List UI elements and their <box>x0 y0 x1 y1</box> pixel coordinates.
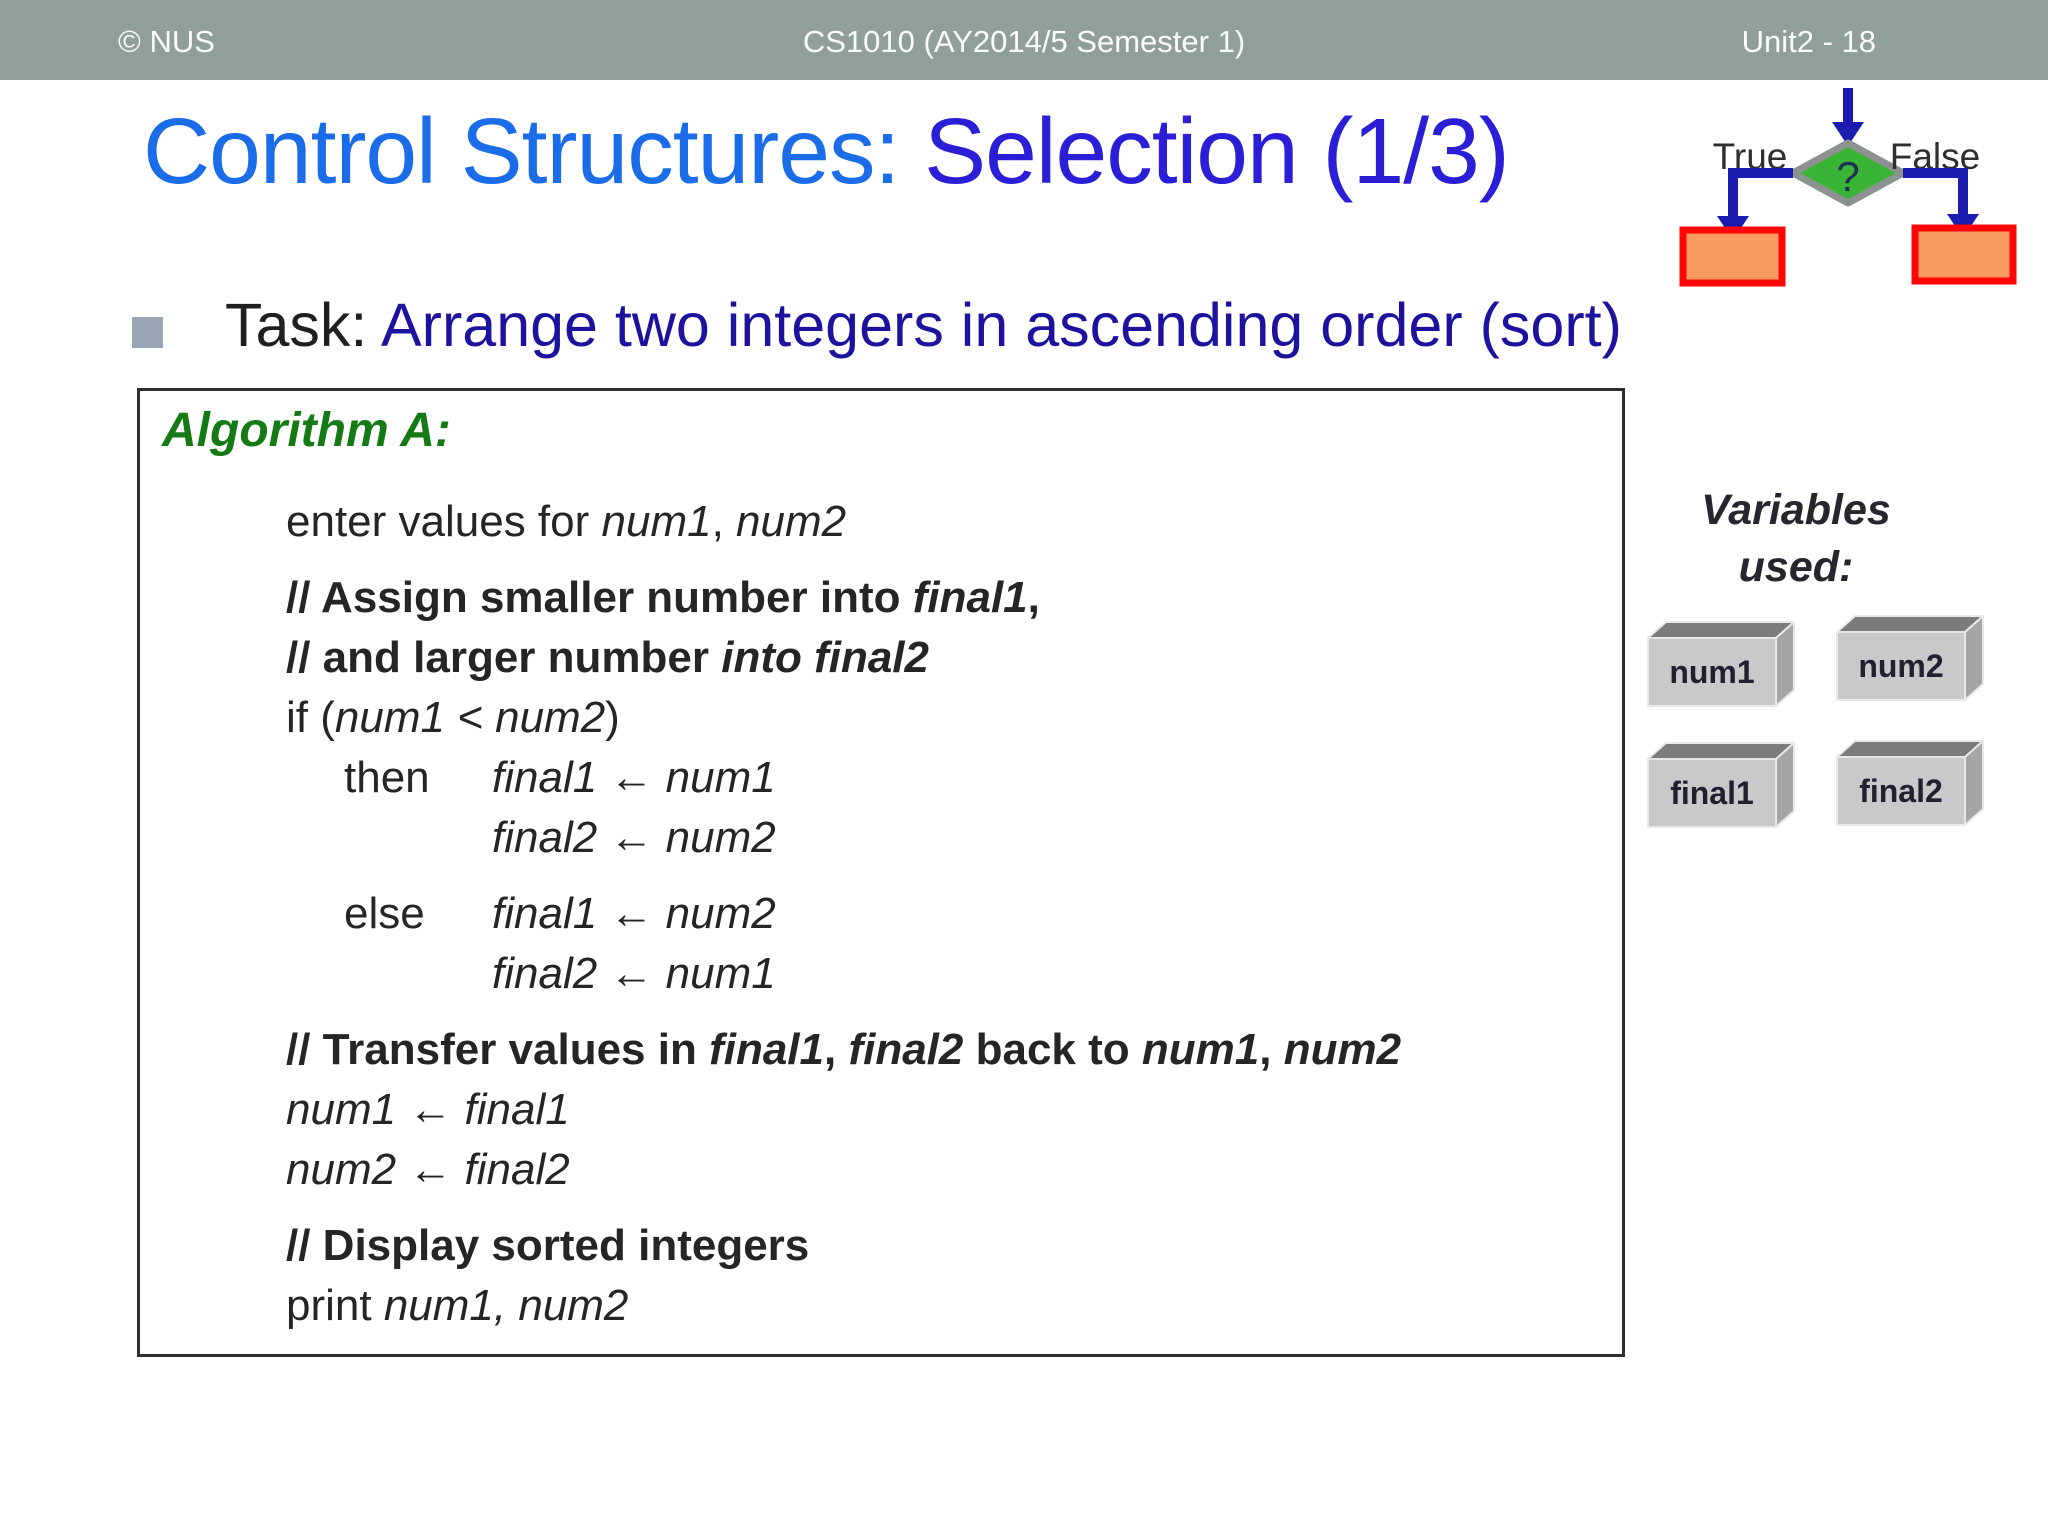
header-course-title: CS1010 (AY2014/5 Semester 1) <box>802 24 1246 59</box>
algorithm-text-segment: final2 ← num2 <box>492 813 776 862</box>
variable-box-final1: final1 <box>1647 742 1795 828</box>
variable-box-top-face <box>1836 740 1984 758</box>
algorithm-lines: enter values for num1, num2 // Assign sma… <box>162 492 1602 1336</box>
algorithm-text-segment: num1 ← final1 <box>286 1085 570 1134</box>
variable-box-top-face <box>1836 615 1984 633</box>
algorithm-text-segment: ) <box>605 693 620 742</box>
algorithm-line: else final1 ← num2 <box>162 884 1602 944</box>
flow-entry-arrow-head <box>1832 122 1864 146</box>
algorithm-line: final2 ← num1 <box>162 944 1602 1004</box>
algorithm-text-segment: print <box>286 1281 384 1330</box>
algorithm-title: Algorithm A: <box>162 404 451 457</box>
page-title-subtopic: Selection (1/3) <box>924 99 1510 203</box>
algorithm-text-segment: final1 <box>709 1025 824 1074</box>
algorithm-text-segment: , <box>1259 1025 1284 1074</box>
algorithm-text-segment: // Transfer values in <box>286 1025 710 1074</box>
algorithm-text-segment: enter values for <box>286 497 602 546</box>
variable-box-side-face <box>1775 621 1795 707</box>
header-page-number: Unit2 - 18 <box>1741 24 1876 59</box>
algorithm-text-segment: into final2 <box>721 633 929 682</box>
algorithm-line: // Transfer values in final1, final2 bac… <box>162 1020 1602 1080</box>
algorithm-text-segment: final2 <box>848 1025 964 1074</box>
variable-box-front-face <box>1836 756 1966 826</box>
algorithm-line: // and larger number into final2 <box>162 628 1602 688</box>
variable-label: final1 <box>1670 775 1754 811</box>
variable-label: num1 <box>1669 654 1754 690</box>
algorithm-text-segment: , <box>824 1025 849 1074</box>
variables-title-line2: used: <box>1738 542 1854 591</box>
algorithm-text-segment: num1 <box>1141 1025 1260 1074</box>
selection-flowchart-diagram: ? True False <box>1679 88 2017 287</box>
decision-question-mark: ? <box>1836 153 1859 200</box>
header-copyright: © NUS <box>118 24 215 59</box>
variable-box-side-face <box>1775 742 1795 828</box>
variable-box-side-face <box>1964 615 1984 701</box>
algorithm-text-segment: final1 ← num2 <box>492 889 776 938</box>
variables-title: Variables used: <box>1650 482 1942 596</box>
algorithm-text-segment: num1 < num2 <box>334 693 606 742</box>
variable-box-final2: final2 <box>1836 740 1984 826</box>
algorithm-text-segment: num1 <box>601 497 712 546</box>
page-title-topic: Control Structures: <box>143 99 925 203</box>
task-row: Task: Arrange two integers in ascending … <box>132 290 1622 360</box>
algorithm-text-segment: final1 <box>912 573 1028 622</box>
variable-box-front-face <box>1836 631 1966 701</box>
algorithm-text-segment: num2 ← final2 <box>286 1145 570 1194</box>
algorithm-line: num2 ← final2 <box>162 1140 1602 1200</box>
algorithm-line: num1 ← final1 <box>162 1080 1602 1140</box>
variable-box-top-face <box>1647 742 1795 760</box>
algorithm-line: enter values for num1, num2 <box>162 492 1602 552</box>
algorithm-keyword: then <box>344 753 430 802</box>
page-title: Control Structures: Selection (1/3) <box>143 98 1510 205</box>
variables-title-line1: Variables <box>1701 486 1891 534</box>
algorithm-box: Algorithm A: enter values for num1, num2… <box>137 388 1625 1357</box>
algorithm-text-segment: final1 ← num1 <box>492 753 776 802</box>
algorithm-line: final2 ← num2 <box>162 808 1602 868</box>
variable-box-side-face <box>1964 740 1984 826</box>
bullet-square-icon <box>132 317 163 348</box>
algorithm-text-segment: num2 <box>736 497 847 546</box>
algorithm-line: then final1 ← num1 <box>162 748 1602 808</box>
variable-box-top-face <box>1647 621 1795 639</box>
variable-box-num1: num1 <box>1647 621 1795 707</box>
algorithm-text-segment: , <box>1027 573 1040 622</box>
variable-label: final2 <box>1859 773 1943 809</box>
true-branch-connector <box>1728 168 1793 218</box>
false-result-box <box>1911 224 2017 285</box>
variable-box-front-face <box>1647 637 1777 707</box>
false-branch-connector <box>1903 168 1968 216</box>
algorithm-text-segment: // Display sorted integers <box>286 1221 810 1270</box>
algorithm-text-segment: if ( <box>286 693 335 742</box>
algorithm-line: if (num1 < num2) <box>162 688 1602 748</box>
algorithm-text-segment: num1, num2 <box>383 1281 629 1330</box>
algorithm-text-segment: num2 <box>1283 1025 1402 1074</box>
algorithm-text-segment: // Assign smaller number into <box>286 573 913 622</box>
algorithm-line: print num1, num2 <box>162 1276 1602 1336</box>
algorithm-text-segment: back to <box>963 1025 1142 1074</box>
variable-box-num2: num2 <box>1836 615 1984 701</box>
task-label: Task: <box>225 291 381 359</box>
true-result-box <box>1679 226 1786 287</box>
task-description: Arrange two integers in ascending order … <box>380 291 1622 359</box>
task-text: Task: Arrange two integers in ascending … <box>225 290 1622 360</box>
algorithm-text-segment: // and larger number <box>286 633 722 682</box>
algorithm-text-segment: , <box>711 497 737 546</box>
variable-label: num2 <box>1858 648 1943 684</box>
algorithm-text-segment: final2 ← num1 <box>492 949 776 998</box>
variable-box-front-face <box>1647 758 1777 828</box>
algorithm-keyword: else <box>344 889 425 938</box>
header-bar: © NUS CS1010 (AY2014/5 Semester 1) Unit2… <box>0 0 2048 80</box>
algorithm-line: // Assign smaller number into final1, <box>162 568 1602 628</box>
algorithm-line: // Display sorted integers <box>162 1216 1602 1276</box>
